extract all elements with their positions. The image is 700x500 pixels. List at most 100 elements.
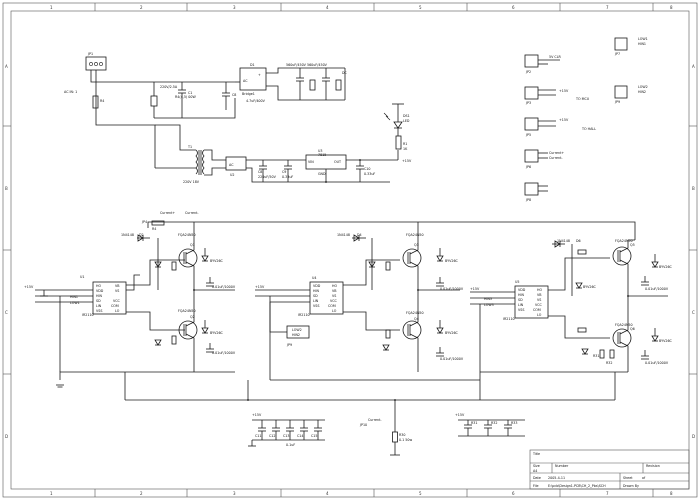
cap-bank-left: +15V C11 C12 C13 C14 C15 0.1uF <box>248 413 325 447</box>
phase1-diode-part: 1N4148 <box>121 233 134 237</box>
cap-c1-ref: C1 <box>188 91 192 95</box>
u5-pin-hin: HIN <box>518 293 524 297</box>
cap-bank-value: 0.1uF <box>286 443 295 447</box>
r-mid-ref: R30 <box>399 433 406 437</box>
cap-c10-ref: C10 <box>364 167 371 171</box>
box-hin2: HIN2 <box>292 333 300 337</box>
u5-pin-vss: VSS <box>518 308 524 312</box>
current-plus-label: Current+ <box>160 211 175 215</box>
zone-col-2: 2 <box>140 5 143 10</box>
mosfet-q5 <box>612 240 632 296</box>
zone-col-3: 3 <box>233 5 236 10</box>
phase1-out-cap: 0.01uF/1000V <box>212 285 236 289</box>
ac-input-label: AC IN: 1 <box>64 90 77 94</box>
driver-u4-ref: U4 <box>312 276 317 280</box>
connector-jp5: +15V JP5 <box>524 117 569 137</box>
phase3-q-lo: Q6 <box>630 327 635 331</box>
phase3-v15: +15V <box>470 287 480 291</box>
zone-col-4-bottom: 4 <box>326 491 329 496</box>
zone-col-5-bottom: 5 <box>419 491 422 496</box>
rect2-ac-tag: AC <box>229 163 234 167</box>
cap-c10-value: 0.33uF <box>364 172 375 176</box>
jp8-ref: JP8 <box>525 198 531 202</box>
r-right-2: R32 <box>606 361 613 365</box>
zone-col-5: 5 <box>419 5 422 10</box>
jp2-line1: 5V CLR <box>549 55 562 59</box>
zone-row-b: B <box>5 186 8 191</box>
zone-col-7-bottom: 7 <box>606 491 609 496</box>
jp3-ref: JP3 <box>525 101 531 105</box>
u4-pin-com: COM <box>328 304 336 308</box>
cap-c8-value: 4.7uF/400V <box>246 99 266 103</box>
phase2-out-cap-lo: 0.01uF/1000V <box>440 357 464 361</box>
bridge-label: Bridge1 <box>242 92 255 96</box>
driver-u4-part: IR2110 <box>298 313 310 317</box>
u1-pin-com: COM <box>111 304 119 308</box>
rectifier-u2: AC U2 <box>225 156 390 183</box>
zone-row-d-right: D <box>692 434 695 439</box>
phase1-lin-label: LOW1 <box>70 301 80 305</box>
driver-u1-ref: U1 <box>80 275 85 279</box>
zone-col-8: 8 <box>670 5 673 10</box>
u1-pin-vs: VS <box>115 289 119 293</box>
to-hall-label: TO HALL <box>581 127 596 131</box>
transformer-ref: T1 <box>187 145 192 149</box>
phase2-diode-part: 1N4148 <box>337 233 350 237</box>
u4-pin-vss: VSS <box>313 304 319 308</box>
u1-pin-lin: LIN <box>96 304 102 308</box>
drawn-by-label: Drawn By <box>623 484 639 488</box>
driver-u1 <box>92 281 127 315</box>
file-label: File <box>533 484 539 488</box>
cap-c9-ref: C9 <box>282 170 286 174</box>
cap-bank-r31: R31 <box>471 421 478 425</box>
cap-bank-c13: C13 <box>283 434 290 438</box>
zone-row-c-right: C <box>692 310 695 315</box>
u4-pin-vs: VS <box>332 294 336 298</box>
u1-pin-sd: SD <box>96 299 101 303</box>
u5-pin-vcc: VCC <box>535 303 543 307</box>
u5-pin-ho: HO <box>537 288 542 292</box>
connector-jp7: JP7 LOW1 HIN1 <box>614 37 648 56</box>
u4-pin-sd: SD <box>313 294 318 298</box>
connector-jp1-label: JP1 <box>87 52 93 56</box>
cap-bank-r32: R32 <box>491 421 498 425</box>
u1-pin-ho: HO <box>96 284 101 288</box>
phase2-mos-hi: FQA24N50 <box>406 233 424 237</box>
cap-c8-ref: C8 <box>232 93 236 97</box>
bridge-ac-tag: AC <box>243 79 248 83</box>
transformer-t1: T1 220V 18V <box>155 124 226 184</box>
cap-bank-r33: R33 <box>511 421 518 425</box>
u4-pin-vb: VB <box>332 289 337 293</box>
phase-2: IR2110 U4 VDD HIN SD LIN VSS HO VB VS VC… <box>255 222 480 381</box>
rectifier-u2-ref: U2 <box>230 173 235 177</box>
zone-col-8-bottom: 8 <box>670 491 673 496</box>
zone-col-3-bottom: 3 <box>233 491 236 496</box>
label-hin1: HIN1 <box>638 42 646 46</box>
r-led-value: 1K <box>403 147 408 151</box>
connector-jp3: +15V JP3 <box>524 86 569 105</box>
phase2-jp-ref: JP9 <box>286 343 292 347</box>
u5-pin-lo: LO <box>537 313 542 317</box>
zone-row-b-right: B <box>692 186 695 191</box>
r-shunt-ref: R4 <box>152 227 156 231</box>
sheet-of: of <box>642 476 646 480</box>
phase3-mos-lo: FQA24N50 <box>615 323 633 327</box>
phase3-hin-label: HIN3 <box>484 297 492 301</box>
zone-labels: 1 2 3 4 5 6 7 8 1 2 3 4 5 6 7 8 A B C D … <box>5 5 695 496</box>
phase3-low-label: LOW3 <box>484 303 494 307</box>
zone-col-1: 1 <box>50 5 53 10</box>
connector-jp2: 5V CLR JP2 <box>524 54 562 74</box>
phase3-zener-lo: BYV26C <box>659 339 673 343</box>
zone-row-a: A <box>5 64 8 69</box>
sheet-label: Sheet <box>623 476 633 480</box>
cap-bank-right-v15: +15V <box>455 413 465 417</box>
power-led: R1 1K DS1 LED <box>383 103 410 160</box>
phase1-mos-lo: FQA24N50 <box>178 309 196 313</box>
phase1-hin-label: HIN1 <box>70 295 78 299</box>
thermistor-ref: R4 <box>100 99 104 103</box>
regulator-u3: C8 220uF/50V C9 0.33uF U3 7815 VIN OUT G… <box>258 149 412 183</box>
cap-bank-c11: C11 <box>255 434 262 438</box>
label-low1: LOW1 <box>638 37 648 41</box>
jp7-ref: JP7 <box>614 52 620 56</box>
